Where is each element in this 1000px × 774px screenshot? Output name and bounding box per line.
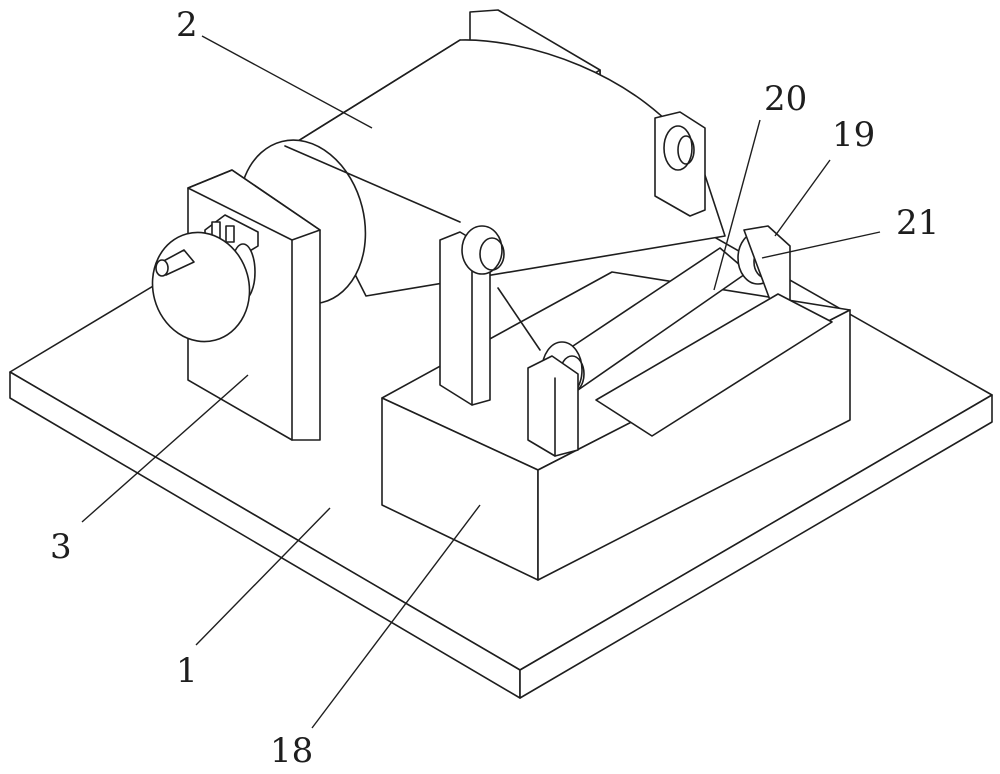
label-21: 21 xyxy=(896,203,939,243)
label-18: 18 xyxy=(270,731,313,771)
guide-roller-mount-front xyxy=(527,355,579,457)
label-19: 19 xyxy=(832,115,875,155)
label-1: 1 xyxy=(176,651,198,691)
rear-bearing-block xyxy=(654,111,706,217)
label-3: 3 xyxy=(50,527,72,567)
side-frame xyxy=(151,169,321,441)
label-2: 2 xyxy=(176,5,198,45)
leader-lines xyxy=(81,35,881,729)
guide-roller-mount-left xyxy=(439,225,505,406)
film-sheet xyxy=(497,287,833,437)
label-20: 20 xyxy=(764,79,807,119)
